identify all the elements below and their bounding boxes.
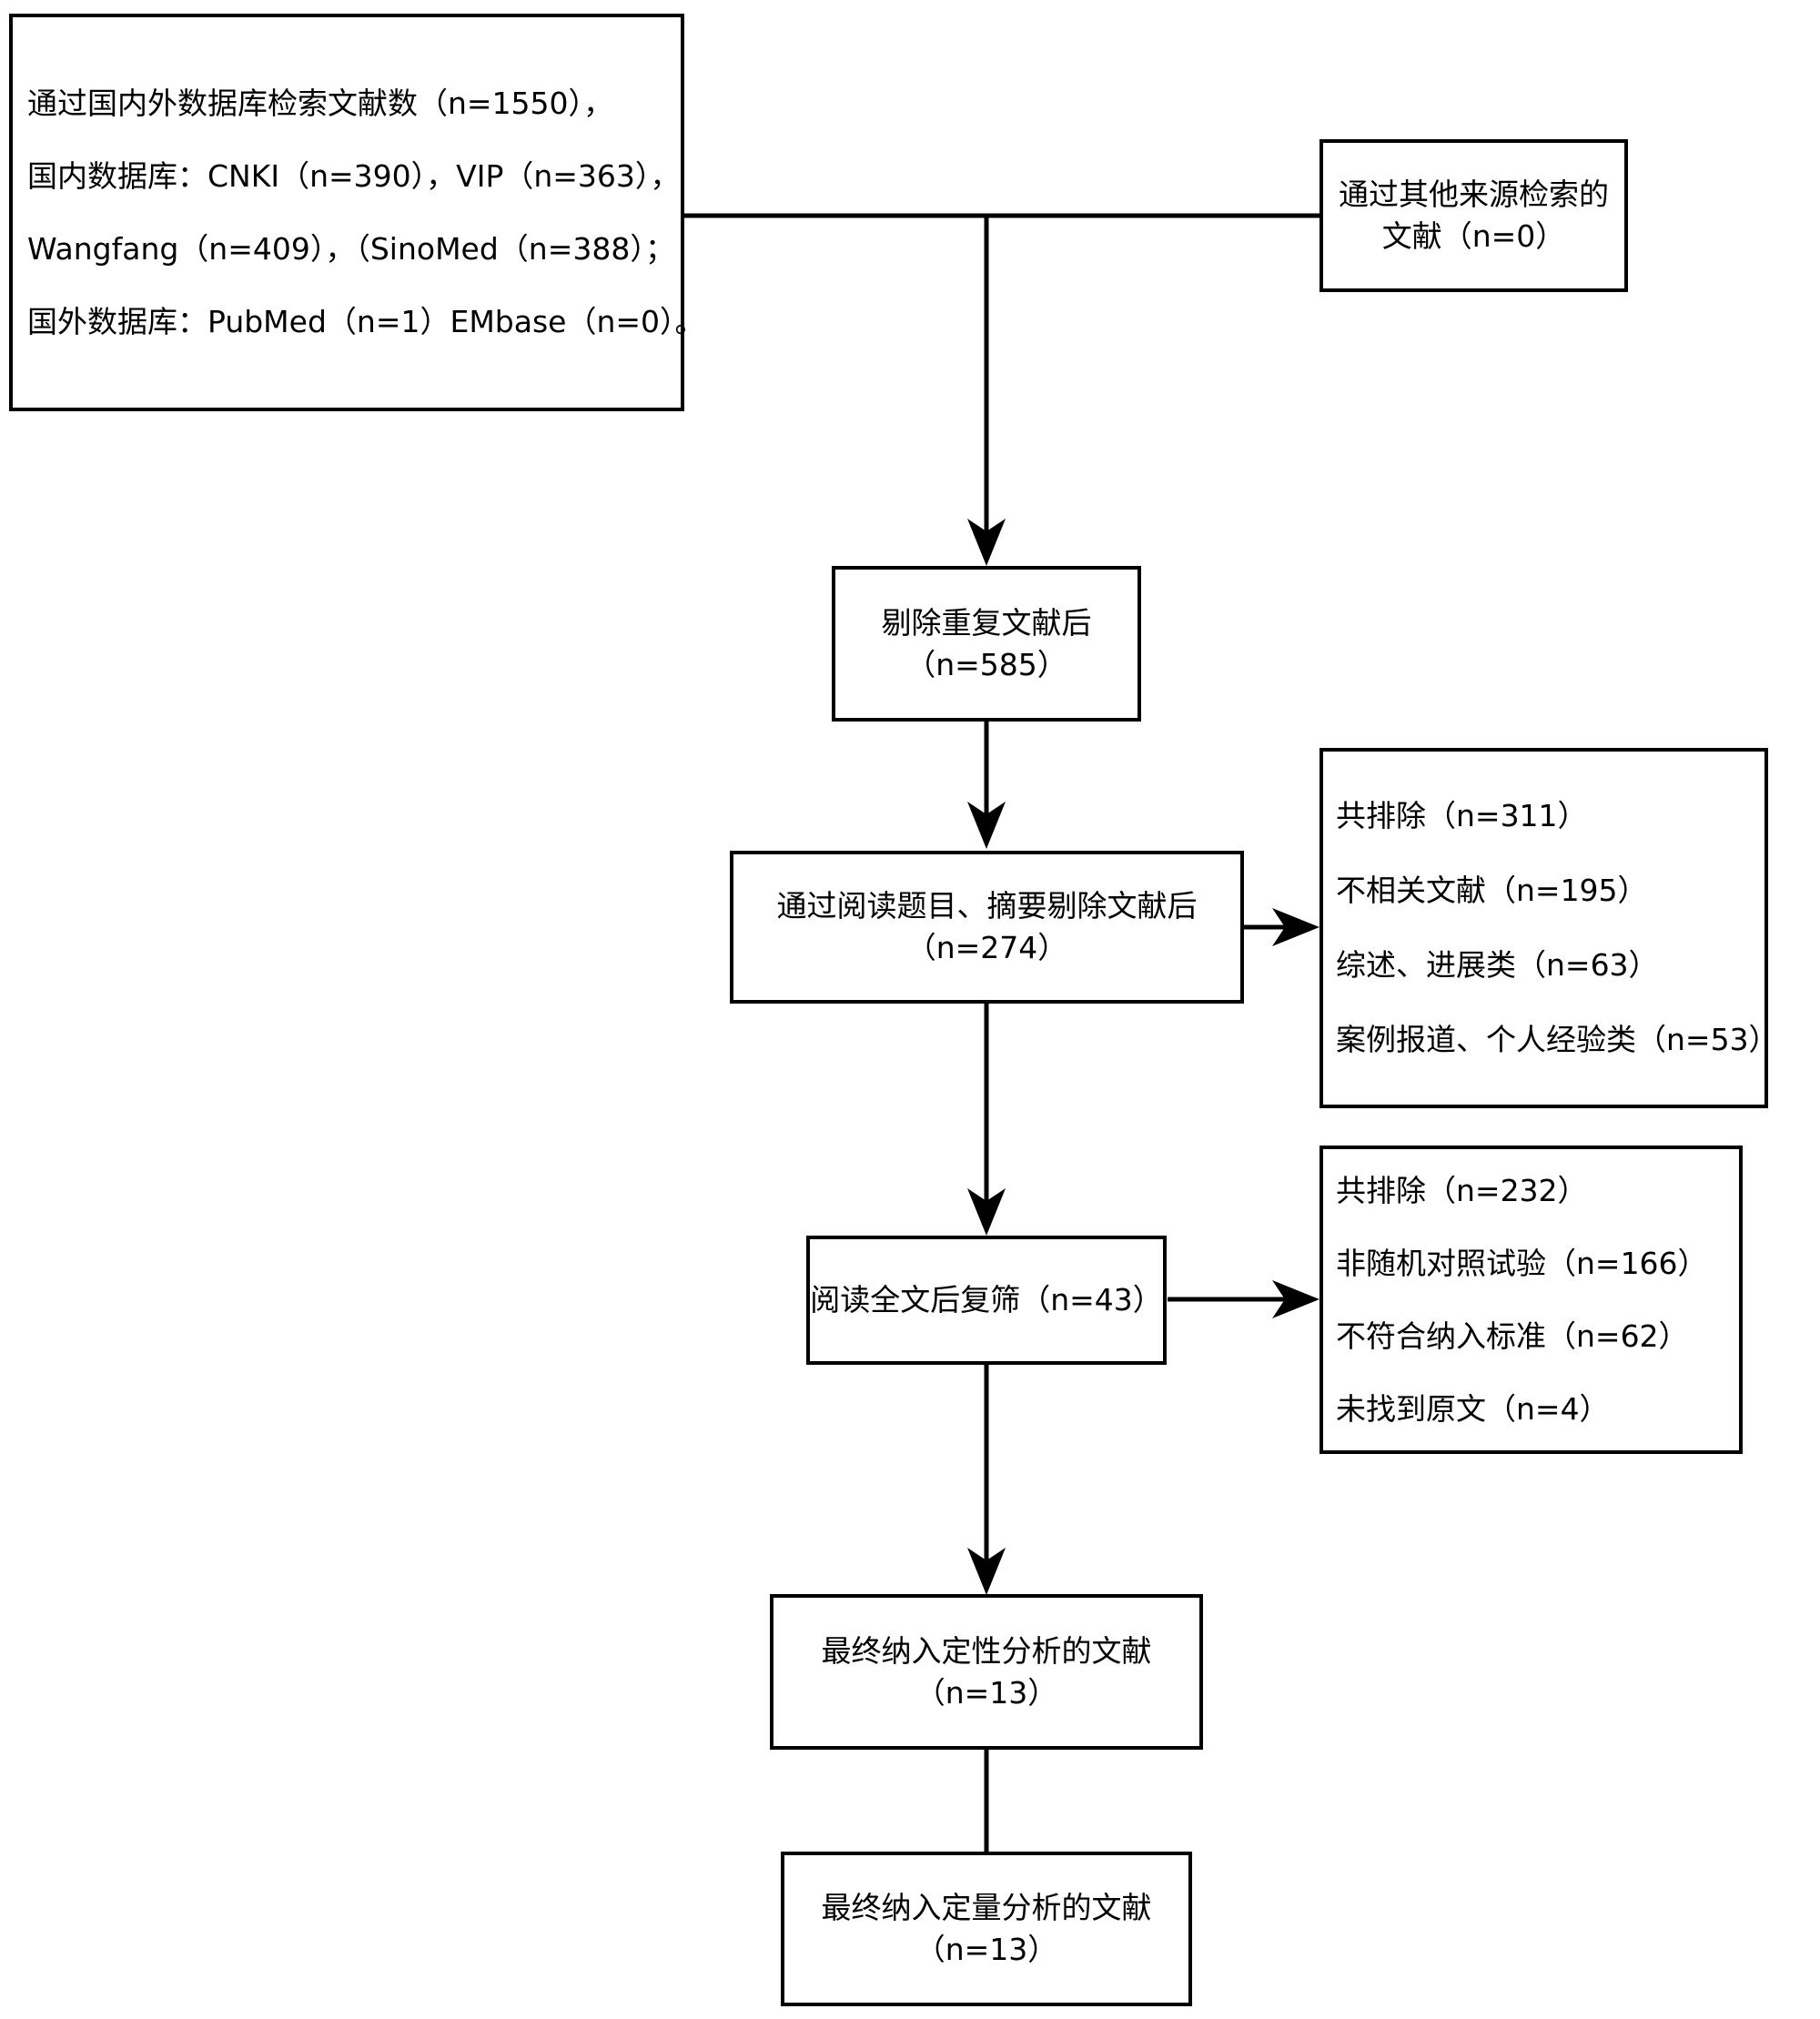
arrowhead-down-dedup bbox=[967, 519, 1006, 566]
arrowhead-down-fulltext bbox=[967, 1188, 1006, 1236]
excluded2-total: 共排除（n=232） bbox=[1336, 1172, 1588, 1208]
title-abstract-label: 通过阅读题目、摘要剔除文献后 bbox=[776, 888, 1198, 924]
qualitative-label: 最终纳入定性分析的文献 bbox=[821, 1632, 1152, 1669]
excluded2-non-rct: 非随机对照试验（n=166） bbox=[1336, 1245, 1708, 1281]
dedup-count: （n=585） bbox=[905, 646, 1067, 682]
box-fulltext-rescreen: 阅读全文后复筛（n=43） bbox=[806, 1236, 1167, 1365]
title-abstract-count: （n=274） bbox=[905, 930, 1068, 965]
fulltext-label: 阅读全文后复筛（n=43） bbox=[810, 1282, 1163, 1317]
arrowhead-right-excluded1 bbox=[1272, 908, 1320, 946]
box-quantitative-included: 最终纳入定量分析的文献 （n=13） bbox=[781, 1852, 1192, 2006]
arrowhead-down-screen bbox=[967, 802, 1006, 849]
box-excluded-title-abstract: 共排除（n=311） 不相关文献（n=195） 综述、进展类（n=63） 案例报… bbox=[1320, 748, 1779, 1108]
other-sources-line-1: 通过其他来源检索的 bbox=[1339, 177, 1609, 212]
excluded2-criteria: 不符合纳入标准（n=62） bbox=[1336, 1317, 1689, 1354]
excluded1-irrelevant: 不相关文献（n=195） bbox=[1336, 873, 1648, 908]
quantitative-label: 最终纳入定量分析的文献 bbox=[821, 1890, 1152, 1925]
identification-line-4: 国外数据库：PubMed（n=1）EMbase（n=0）。 bbox=[27, 303, 705, 339]
other-sources-count: 文献（n=0） bbox=[1381, 218, 1566, 254]
excluded1-total: 共排除（n=311） bbox=[1336, 798, 1588, 833]
identification-line-3: Wangfang（n=409），（SinoMed（n=388）； bbox=[27, 230, 675, 267]
box-title-abstract-screen: 通过阅读题目、摘要剔除文献后 （n=274） bbox=[730, 851, 1244, 1004]
box-identification: 通过国内外数据库检索文献数（n=1550）， 国内数据库：CNKI（n=390）… bbox=[9, 14, 705, 411]
box-deduplicated: 剔除重复文献后 （n=585） bbox=[832, 566, 1141, 722]
arrowhead-right-excluded2 bbox=[1272, 1280, 1320, 1318]
box-other-sources: 通过其他来源检索的 文献（n=0） bbox=[1320, 139, 1628, 292]
qualitative-count: （n=13） bbox=[915, 1674, 1058, 1711]
identification-line-2: 国内数据库：CNKI（n=390），VIP（n=363）， bbox=[27, 157, 681, 194]
box-qualitative-included: 最终纳入定性分析的文献 （n=13） bbox=[770, 1594, 1203, 1750]
excluded1-reviews: 综述、进展类（n=63） bbox=[1336, 947, 1659, 983]
box-excluded-fulltext: 共排除（n=232） 非随机对照试验（n=166） 不符合纳入标准（n=62） … bbox=[1320, 1146, 1743, 1454]
arrowhead-down-qualitative bbox=[967, 1548, 1006, 1595]
identification-line-1: 通过国内外数据库检索文献数（n=1550）， bbox=[27, 85, 614, 121]
quantitative-count: （n=13） bbox=[915, 1932, 1058, 1967]
dedup-label: 剔除重复文献后 bbox=[881, 604, 1092, 641]
excluded1-case-reports: 案例报道、个人经验类（n=53） bbox=[1336, 1022, 1779, 1057]
excluded2-no-fulltext: 未找到原文（n=4） bbox=[1336, 1390, 1610, 1427]
